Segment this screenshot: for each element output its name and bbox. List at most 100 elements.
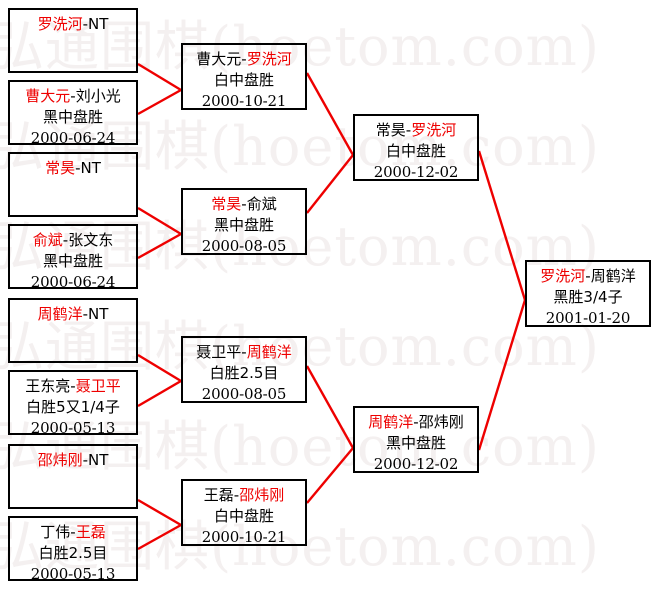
player-separator: -: [82, 15, 89, 33]
player-right: NT: [88, 305, 109, 323]
player-left: 曹大元: [25, 87, 71, 105]
player-right: 邵炜刚: [239, 486, 285, 504]
player-right: 罗洗河: [411, 121, 457, 139]
player-separator: -: [585, 267, 591, 285]
match-result: 白中盘胜: [213, 507, 274, 525]
c-r2m1-to-r3m1: [305, 72, 355, 156]
player-separator: -: [233, 486, 240, 504]
c-r2m2-to-r3m1: [306, 154, 354, 214]
match-date: 2000-12-02: [373, 455, 459, 473]
match-result: 黑胜3/4子: [553, 288, 623, 306]
match-result: 黑中盘胜: [42, 108, 103, 126]
match-date: 2000-10-21: [201, 92, 287, 110]
player-left: 常昊: [211, 195, 242, 213]
player-right: 邵炜刚: [418, 413, 464, 431]
match-box-r1-m8[interactable]: 丁伟-王磊白胜2.5目 2000-05-13: [8, 516, 138, 583]
match-players: 王磊-邵炜刚: [183, 485, 305, 506]
match-date: 2000-10-21: [201, 528, 287, 546]
match-date: 2001-01-20: [545, 309, 631, 327]
player-left: 俞斌: [32, 231, 63, 249]
match-players: 邵炜刚-NT: [10, 450, 136, 471]
match-date: 2000-08-05: [201, 237, 287, 255]
c-r2m3-to-r3m2: [305, 365, 355, 449]
match-players: 曹大元-罗洗河: [183, 49, 305, 70]
player-right: 聂卫平: [75, 377, 121, 395]
player-right: NT: [88, 451, 109, 469]
player-right: 罗洗河: [246, 50, 292, 68]
match-date: 2000-05-13: [30, 565, 116, 583]
match-result: 白胜5又1/4子: [26, 398, 120, 416]
match-box-r1-m3[interactable]: 常昊-NT: [8, 152, 138, 217]
player-separator: -: [62, 231, 69, 249]
match-players: 俞斌-张文东: [10, 230, 136, 251]
match-box-r1-m7[interactable]: 邵炜刚-NT: [8, 444, 138, 509]
player-separator: -: [75, 159, 81, 177]
player-right: 周鹤洋: [246, 343, 292, 361]
match-result: 黑中盘胜: [385, 434, 446, 452]
player-left: 曹大元: [196, 50, 242, 68]
player-separator: -: [70, 377, 76, 395]
match-result: 白中盘胜: [213, 71, 274, 89]
player-left: 常昊: [45, 159, 76, 177]
player-separator: -: [241, 50, 247, 68]
player-right: 俞斌: [246, 195, 277, 213]
match-box-r1-m1[interactable]: 罗洗河-NT: [8, 8, 138, 73]
player-right: NT: [80, 159, 101, 177]
player-left: 常昊: [375, 121, 406, 139]
c-r1m6-to-r2m3: [137, 379, 182, 408]
c-r1m3-to-r2m2: [137, 206, 182, 236]
player-left: 罗洗河: [540, 267, 586, 285]
player-separator: -: [82, 305, 89, 323]
c-r2m4-to-r3m2: [306, 447, 354, 504]
player-left: 丁伟: [40, 523, 71, 541]
c-r3m2-to-final: [477, 299, 527, 451]
c-r1m8-to-r2m4: [137, 523, 182, 551]
match-result: 白胜2.5目: [209, 364, 279, 382]
match-box-r1-m4[interactable]: 俞斌-张文东黑中盘胜 2000-06-24: [8, 224, 138, 291]
player-separator: -: [241, 343, 247, 361]
player-left: 罗洗河: [37, 15, 83, 33]
c-r1m4-to-r2m2: [137, 232, 182, 260]
match-players: 丁伟-王磊: [10, 522, 136, 543]
player-left: 邵炜刚: [37, 451, 83, 469]
match-date: 2000-06-24: [30, 129, 116, 147]
match-box-r1-m5[interactable]: 周鹤洋-NT: [8, 298, 138, 363]
player-left: 聂卫平: [196, 343, 242, 361]
player-separator: -: [413, 413, 419, 431]
match-result: 黑中盘胜: [42, 252, 103, 270]
player-left: 王东亮: [25, 377, 71, 395]
match-box-r3-m2[interactable]: 周鹤洋-邵炜刚黑中盘胜 2000-12-02: [353, 406, 479, 473]
player-left: 周鹤洋: [368, 413, 414, 431]
player-right: NT: [88, 15, 109, 33]
player-separator: -: [70, 87, 76, 105]
player-separator: -: [405, 121, 412, 139]
match-players: 罗洗河-NT: [10, 14, 136, 35]
player-right: 周鹤洋: [590, 267, 636, 285]
c-r1m1-to-r2m1: [137, 62, 182, 92]
match-players: 曹大元-刘小光: [10, 86, 136, 107]
player-right: 刘小光: [75, 87, 121, 105]
player-left: 王磊: [203, 486, 234, 504]
match-players: 常昊-俞斌: [183, 194, 305, 215]
match-players: 常昊-罗洗河: [355, 120, 477, 141]
match-date: 2000-12-02: [373, 163, 459, 181]
player-separator: -: [241, 195, 247, 213]
match-players: 聂卫平-周鹤洋: [183, 342, 305, 363]
match-result: 白胜2.5目: [38, 544, 108, 562]
c-r1m5-to-r2m3: [137, 353, 182, 383]
match-result: 黑中盘胜: [213, 216, 274, 234]
player-right: 王磊: [75, 523, 106, 541]
match-date: 2000-06-24: [30, 273, 116, 291]
player-left: 周鹤洋: [37, 305, 83, 323]
c-r1m7-to-r2m4: [137, 498, 182, 527]
match-players: 罗洗河-周鹤洋: [527, 266, 649, 287]
